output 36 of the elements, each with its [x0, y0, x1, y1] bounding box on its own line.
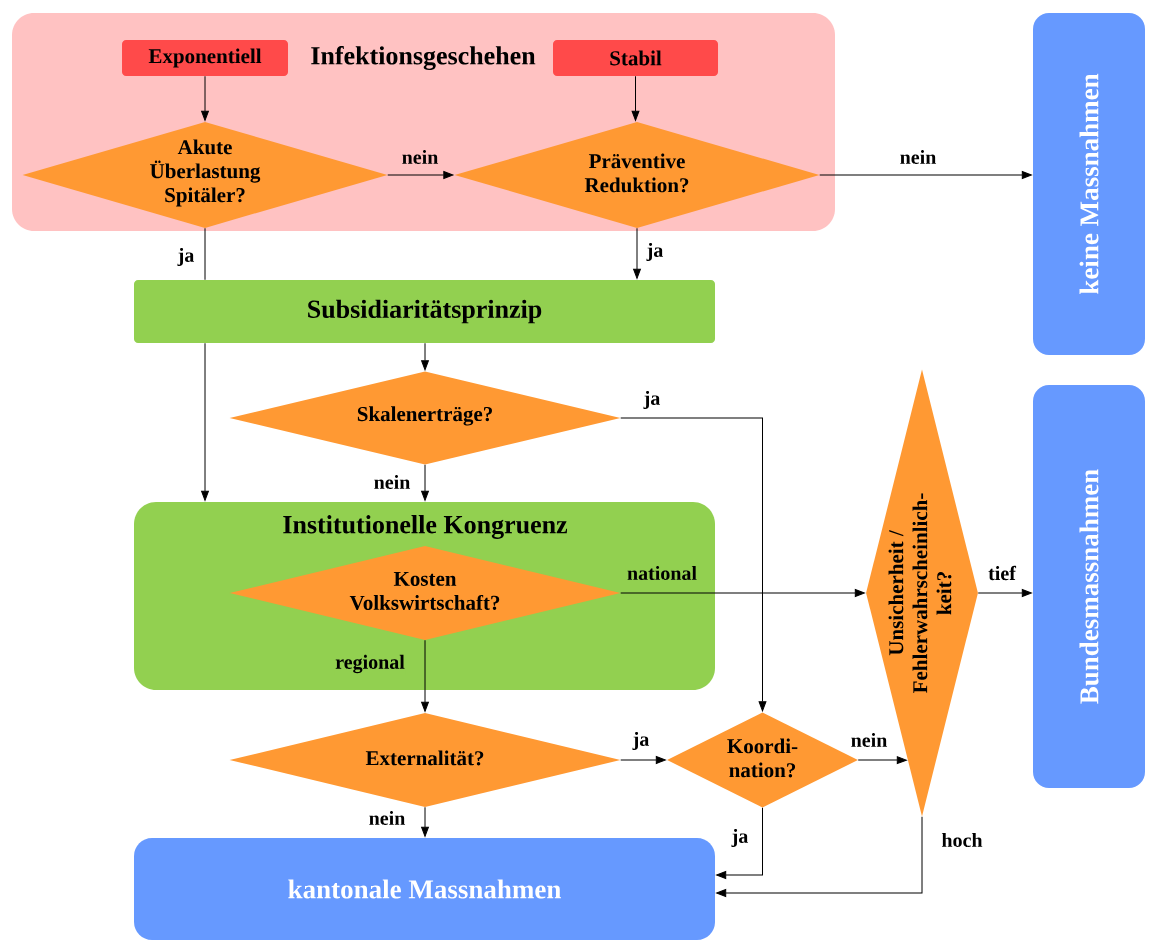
- arrow: [716, 807, 763, 879]
- edge-label: ja: [176, 246, 196, 268]
- panel-title: Infektionsgeschehen: [311, 46, 536, 70]
- arrow: [631, 75, 640, 121]
- edge-label: hoch: [940, 831, 984, 849]
- arrow: [201, 342, 209, 501]
- arrow: [620, 417, 767, 712]
- arrow: [716, 816, 923, 897]
- outcome-box: Bundesmassnahmen: [1033, 385, 1145, 788]
- outcome-box: kantonale Massnahmen: [134, 838, 715, 940]
- arrow: [387, 171, 454, 179]
- edge-label: nein: [372, 473, 412, 491]
- arrow: [620, 589, 865, 597]
- edge-label: ja: [642, 389, 662, 411]
- edge-label: ja: [631, 730, 651, 752]
- process-box: Exponentiell: [122, 40, 288, 76]
- edge-label: ja: [730, 827, 750, 849]
- edge-label: tief: [987, 564, 1017, 582]
- arrow: [421, 342, 429, 371]
- arrow: [857, 756, 907, 765]
- edge-label: nein: [367, 809, 407, 827]
- edge-label: ja: [645, 241, 665, 263]
- edge-label: regional: [334, 653, 406, 675]
- arrow: [421, 464, 429, 501]
- arrow: [421, 806, 429, 837]
- arrow: [977, 589, 1032, 597]
- arrow: [421, 639, 429, 712]
- process-box: Subsidiaritätsprinzip: [134, 280, 715, 343]
- arrow: [620, 756, 666, 764]
- arrow: [819, 171, 1032, 179]
- arrow: [633, 227, 641, 279]
- edge-label: nein: [898, 148, 938, 166]
- panel-title: Institutionelle Kongruenz: [283, 515, 568, 539]
- outcome-box: keine Massnahmen: [1033, 13, 1145, 355]
- process-box: Stabil: [553, 40, 718, 76]
- arrow: [201, 75, 209, 121]
